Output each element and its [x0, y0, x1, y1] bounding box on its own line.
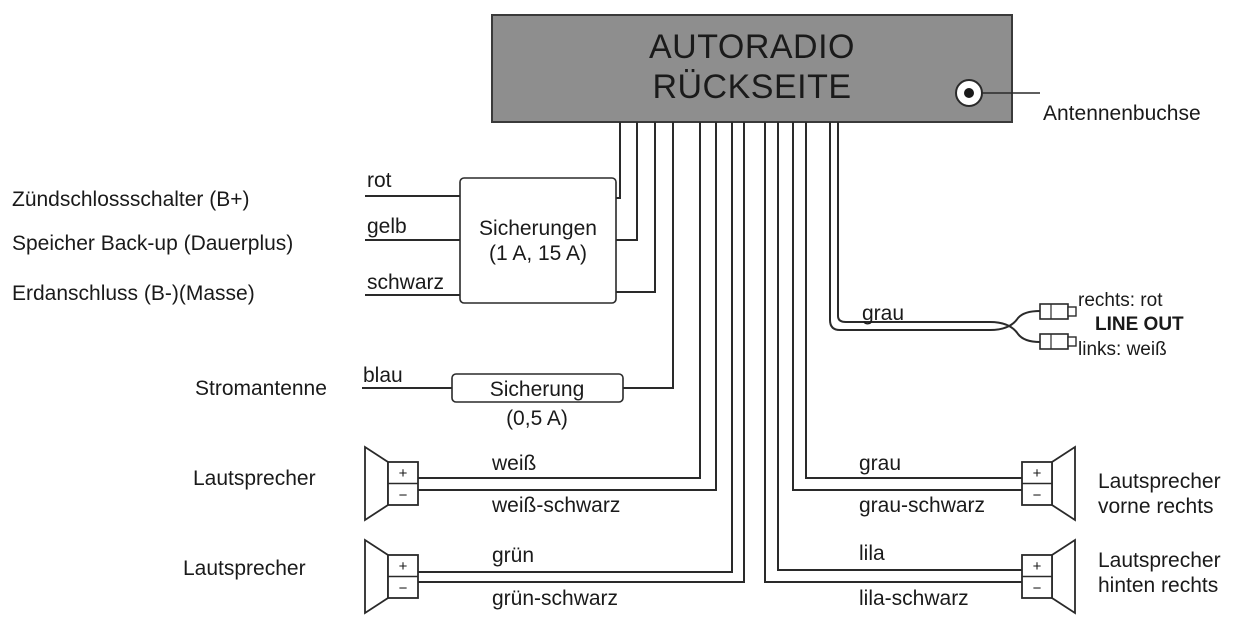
fuse-box-label-line1: Sicherungen	[479, 217, 597, 240]
line-out-title: LINE OUT	[1095, 314, 1184, 335]
rear-left-speaker-label: Lautsprecher	[183, 557, 306, 580]
radio-title-line1: AUTORADIO	[649, 28, 855, 66]
svg-text:+: +	[399, 558, 408, 575]
svg-text:−: −	[1033, 487, 1042, 504]
svg-text:+: +	[1033, 465, 1042, 482]
power-antenna-label: Stromantenne	[195, 377, 327, 400]
fuse-box	[459, 177, 617, 304]
power-antenna-fuse-rating: (0,5 A)	[506, 407, 568, 430]
radio-back-panel	[491, 14, 1013, 123]
front-right-speaker-label-line1: Lautsprecher	[1098, 470, 1221, 493]
wire-label-grau-schwarz: grau-schwarz	[859, 494, 985, 517]
line-out-right-label: rechts: rot	[1078, 290, 1163, 311]
wire-label-blau: blau	[363, 364, 403, 387]
wire-label-grau-speaker: grau	[859, 452, 901, 475]
wire-label-weiss: weiß	[491, 452, 536, 475]
fuse-box-label-line2: (1 A, 15 A)	[489, 242, 587, 265]
rear-right-speaker-wires	[764, 122, 1022, 583]
terminal-label-backup: Speicher Back-up (Dauerplus)	[12, 232, 293, 255]
svg-text:−: −	[1033, 580, 1042, 597]
front-left-speaker-wires	[418, 122, 717, 491]
terminal-label-ignition: Zündschlossschalter (B+)	[12, 188, 250, 211]
wire-label-weiss-schwarz: weiß-schwarz	[491, 494, 620, 517]
front-left-speaker-label: Lautsprecher	[193, 467, 316, 490]
wire-label-grau-lineout: grau	[862, 302, 904, 325]
line-out-left-label: links: weiß	[1078, 339, 1167, 360]
radio-title-line2: RÜCKSEITE	[652, 68, 851, 106]
svg-text:−: −	[399, 580, 408, 597]
front-left-speaker-icon: + −	[364, 445, 419, 522]
wire-label-gelb: gelb	[367, 215, 407, 238]
terminal-label-ground: Erdanschluss (B-)(Masse)	[12, 282, 255, 305]
rear-left-speaker-wires	[418, 122, 745, 583]
fuse-feed-wires	[614, 122, 656, 293]
line-out-cable	[829, 122, 1041, 343]
wire-label-lila-schwarz: lila-schwarz	[859, 587, 969, 610]
power-antenna-fuse-label: Sicherung	[490, 378, 585, 401]
rear-right-speaker-label-line1: Lautsprecher	[1098, 549, 1221, 572]
rear-left-speaker-icon: + −	[364, 538, 419, 615]
front-right-speaker-wires	[792, 122, 1022, 491]
svg-text:+: +	[399, 465, 408, 482]
power-antenna-feed-wire	[623, 122, 674, 389]
rear-right-speaker-label-line2: hinten rechts	[1098, 574, 1218, 597]
rear-right-speaker-icon: + −	[1021, 538, 1076, 615]
wire-label-gruen-schwarz: grün-schwarz	[492, 587, 618, 610]
line-out-rca-plug-right-icon	[1039, 303, 1077, 320]
front-right-speaker-label-line2: vorne rechts	[1098, 495, 1214, 518]
wire-label-schwarz: schwarz	[367, 271, 444, 294]
wire-label-rot: rot	[367, 169, 392, 192]
svg-text:−: −	[399, 487, 408, 504]
antenna-label: Antennenbuchse	[1043, 102, 1201, 125]
wire-label-gruen: grün	[492, 544, 534, 567]
front-right-speaker-icon: + −	[1021, 445, 1076, 522]
svg-text:+: +	[1033, 558, 1042, 575]
antenna-socket-icon	[955, 79, 983, 107]
wire-label-lila: lila	[859, 542, 885, 565]
line-out-rca-plug-left-icon	[1039, 333, 1077, 350]
